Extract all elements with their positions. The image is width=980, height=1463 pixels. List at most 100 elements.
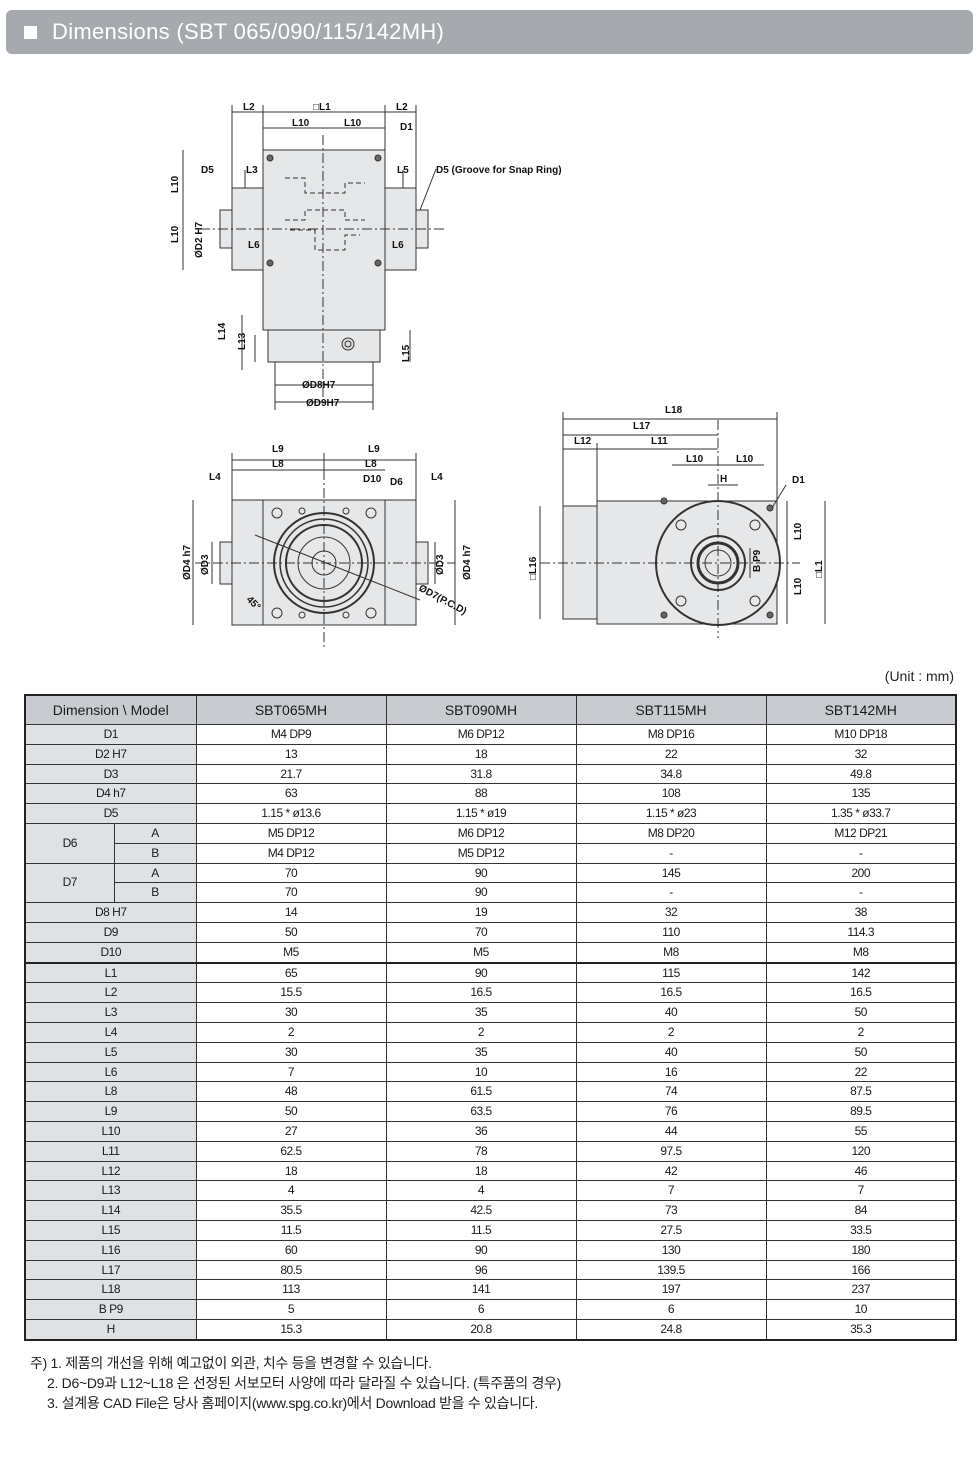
table-cell: 89.5 — [765, 1101, 957, 1122]
note-3: 3. 설계용 CAD File은 당사 홈페이지(www.spg.co.kr)에… — [47, 1395, 538, 1411]
table-cell: 32 — [765, 743, 957, 765]
table-cell: 166 — [765, 1259, 957, 1281]
label-front-l4-a: L4 — [209, 472, 221, 483]
table-cell: 65 — [195, 961, 387, 984]
label-side-l11: L11 — [651, 436, 668, 447]
label-front-l9-b: L9 — [368, 444, 380, 455]
label-top-l1: □L1 — [313, 102, 331, 113]
table-cell: M5 — [195, 941, 387, 964]
table-cell: 40 — [575, 1041, 767, 1063]
table-cell: 120 — [765, 1140, 957, 1162]
label-front-d4-right: ØD4 h7 — [462, 545, 473, 580]
row-label: L15 — [24, 1219, 197, 1241]
table-cell: 31.8 — [385, 763, 577, 785]
label-front-l8-b: L8 — [365, 459, 377, 470]
table-cell: 22 — [765, 1061, 957, 1083]
table-cell: 18 — [385, 1160, 577, 1182]
bullet-square-icon — [24, 26, 37, 39]
table-cell: 50 — [195, 1101, 387, 1122]
table-cell: 1.35 * ø33.7 — [765, 803, 957, 824]
table-cell: 10 — [385, 1061, 577, 1083]
header-model-sbt142mh: SBT142MH — [765, 694, 957, 725]
table-cell: M5 — [385, 941, 577, 964]
table-cell: 15.3 — [195, 1318, 387, 1341]
table-cell: 63.5 — [385, 1101, 577, 1122]
table-cell: 90 — [385, 961, 577, 984]
label-top-d5-groove: D5 (Groove for Snap Ring) — [436, 165, 562, 176]
table-cell: 108 — [575, 783, 767, 805]
table-cell: 50 — [765, 1002, 957, 1023]
table-cell: 46 — [765, 1160, 957, 1182]
label-front-d3-right: ØD3 — [435, 554, 446, 575]
table-cell: 88 — [385, 783, 577, 805]
table-cell: 70 — [195, 862, 387, 884]
table-cell: 2 — [575, 1021, 767, 1043]
row-label: L5 — [24, 1041, 197, 1063]
label-side-h: H — [720, 474, 727, 485]
table-cell: 7 — [575, 1180, 767, 1202]
table-cell: 78 — [385, 1140, 577, 1162]
label-top-l3: L3 — [246, 165, 258, 176]
table-cell: 16.5 — [765, 982, 957, 1004]
row-label: D2 H7 — [24, 743, 197, 765]
label-side-l12: L12 — [574, 436, 592, 447]
label-front-d10: D10 — [363, 474, 382, 485]
table-cell: 30 — [195, 1041, 387, 1063]
table-cell: 35.3 — [765, 1318, 957, 1341]
header-model-sbt115mh: SBT115MH — [575, 694, 767, 725]
table-cell: 90 — [385, 882, 577, 904]
table-cell: M5 DP12 — [195, 822, 387, 844]
row-label: L1 — [24, 961, 197, 984]
table-cell: 237 — [765, 1279, 957, 1301]
table-cell: M4 DP9 — [195, 724, 387, 745]
top-view-flange — [267, 329, 381, 363]
table-cell: 2 — [765, 1021, 957, 1043]
table-cell: 200 — [765, 862, 957, 884]
table-cell: M8 DP20 — [575, 822, 767, 844]
table-cell: 11.5 — [195, 1219, 387, 1241]
table-cell: M8 — [575, 941, 767, 964]
row-label: D6 — [24, 822, 115, 864]
table-cell: - — [765, 842, 957, 864]
label-side-l10-b: L10 — [736, 454, 754, 465]
table-cell: 197 — [575, 1279, 767, 1301]
table-cell: - — [575, 842, 767, 864]
table-cell: 22 — [575, 743, 767, 765]
row-label: L11 — [24, 1140, 197, 1162]
table-cell: 18 — [385, 743, 577, 765]
table-cell: 32 — [575, 902, 767, 923]
label-top-l6-right: L6 — [392, 240, 404, 251]
label-top-d1: D1 — [400, 122, 413, 133]
table-cell: 5 — [195, 1299, 387, 1320]
table-header-row: Dimension \ Model SBT065MH SBT090MH SBT1… — [24, 694, 957, 725]
label-front-d4-left: ØD4 h7 — [182, 545, 193, 580]
row-label: L6 — [24, 1061, 197, 1083]
table-cell: 16 — [575, 1061, 767, 1083]
row-label: L18 — [24, 1279, 197, 1301]
table-cell: 60 — [195, 1239, 387, 1261]
header-model-sbt065mh: SBT065MH — [195, 694, 387, 725]
table-cell: M8 DP16 — [575, 724, 767, 745]
table-cell: 11.5 — [385, 1219, 577, 1241]
table-cell: 19 — [385, 902, 577, 923]
table-cell: 90 — [385, 862, 577, 884]
row-label: L3 — [24, 1002, 197, 1023]
label-side-l10-c: L10 — [793, 522, 804, 540]
